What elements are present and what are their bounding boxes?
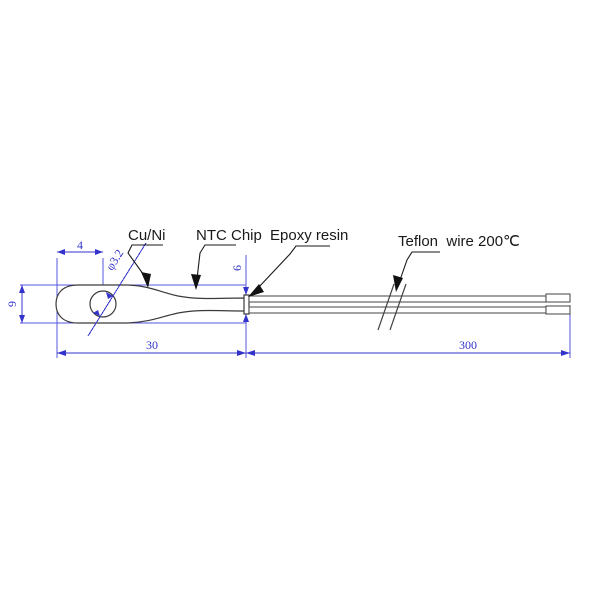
dim-value-body-thickness: 6	[230, 265, 244, 271]
lead-wire-upper-tip	[545, 293, 571, 303]
leader-line-teflon-wire	[399, 251, 440, 281]
callout-teflon-wire: Teflon wire 200℃	[393, 233, 520, 292]
ring-terminal-outline	[55, 284, 247, 324]
lead-wire-lower-tip	[545, 305, 571, 315]
dim-arrow-6-top	[243, 287, 249, 295]
dimension-ring-width: 4	[57, 238, 103, 255]
dim-arrow-4-left	[57, 249, 65, 255]
dim-value-wire-length: 300	[459, 338, 477, 352]
lead-wire-upper	[248, 295, 547, 303]
dim-arrow-30-left	[57, 350, 66, 356]
leader-line-cu-ni	[127, 244, 163, 279]
dim-leader-phi32	[87, 242, 147, 337]
dim-arrow-4-right	[95, 249, 103, 255]
dim-arrow-30-right	[237, 350, 246, 356]
label-ntc-chip: NTC Chip	[196, 227, 262, 244]
leader-arrow-cu-ni	[141, 272, 151, 288]
dim-arrow-9-bottom	[19, 315, 25, 323]
dimension-ring-height: 9	[5, 285, 25, 323]
dim-value-ring-height: 9	[5, 301, 19, 307]
break-symbol-line-1	[377, 283, 395, 331]
break-symbol-line-2	[389, 283, 407, 331]
dim-arrow-phi32-lower	[93, 310, 100, 316]
dim-arrow-300-left	[246, 350, 255, 356]
leader-arrow-ntc-chip	[191, 274, 201, 290]
leader-arrow-teflon-wire	[393, 275, 403, 292]
dim-value-hole-diameter: φ3.2	[103, 247, 126, 273]
label-teflon-wire: Teflon wire 200℃	[398, 233, 520, 250]
leader-line-ntc-chip	[196, 244, 236, 280]
dimension-body-length: 30	[57, 338, 246, 356]
dimension-body-thickness: 6	[230, 265, 249, 322]
dimension-wire-length: 300	[246, 338, 570, 356]
dim-value-body-length: 30	[146, 338, 158, 352]
part-geometry-group	[55, 284, 250, 324]
dim-arrow-phi32-upper	[106, 292, 113, 299]
dim-arrow-9-top	[19, 285, 25, 293]
dim-value-ring-width: 4	[77, 238, 83, 252]
lead-wires-group	[248, 283, 571, 331]
callout-cu-ni: Cu/Ni	[127, 227, 166, 288]
epoxy-seal-block	[243, 294, 250, 315]
dim-arrow-300-right	[561, 350, 570, 356]
label-cu-ni: Cu/Ni	[128, 227, 166, 244]
callout-epoxy-resin: Epoxy resin	[248, 227, 348, 297]
leader-arrow-epoxy-resin	[248, 284, 264, 297]
dim-arrow-6-bottom	[243, 314, 249, 322]
callout-ntc-chip: NTC Chip	[191, 227, 262, 290]
label-epoxy-resin: Epoxy resin	[270, 227, 348, 244]
leader-line-epoxy-resin	[257, 245, 330, 289]
